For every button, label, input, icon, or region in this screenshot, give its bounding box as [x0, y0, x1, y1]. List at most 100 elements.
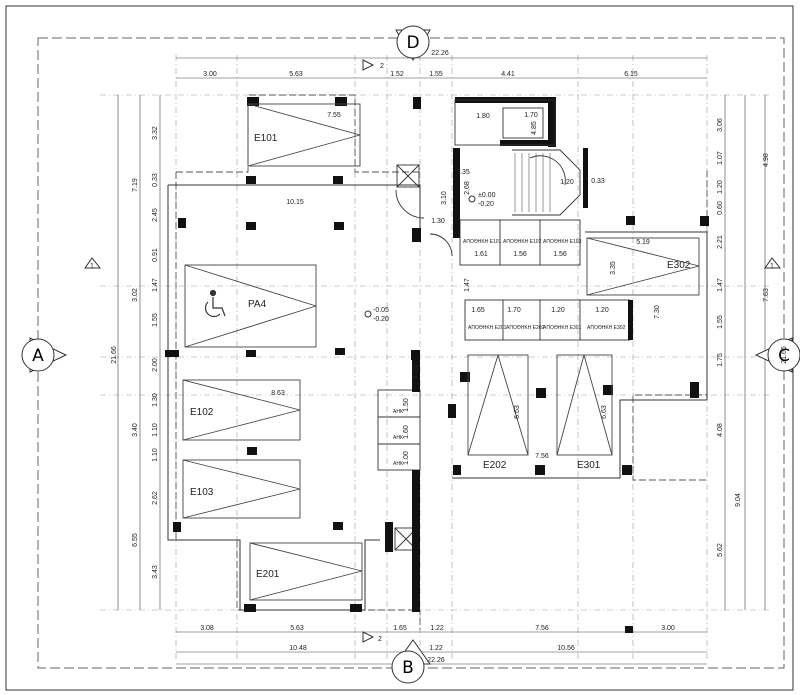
level-b2: -0.20 [373, 316, 389, 323]
section-right-label: 1 [770, 263, 774, 270]
inner-dim-16: 1.20 [595, 307, 609, 314]
section-markers: 1 1 2 2 [84, 59, 782, 643]
inner-dim-22: 1.47 [464, 278, 471, 292]
right-mid-1: 7.63 [763, 288, 770, 302]
parking-bays [182, 103, 700, 601]
right-inner-4: 2.21 [717, 235, 724, 249]
inner-dim-23: 7.30 [654, 305, 661, 319]
room-e103: E103 [190, 487, 214, 498]
inner-dim-7: 1.70 [524, 112, 538, 119]
right-inner-6: 1.55 [717, 315, 724, 329]
inner-dim-27: 1.60 [403, 425, 410, 439]
core-walls [377, 99, 631, 551]
inner-dim-13: 1.65 [471, 307, 485, 314]
left-mid-0: 7.19 [132, 178, 139, 192]
inner-dim-3: 7.56 [535, 453, 549, 460]
inner-dim-18: 3.35 [610, 261, 617, 275]
top-dim-5: 6.15 [624, 71, 638, 78]
room-e302: E302 [667, 260, 691, 271]
right-mid-0: 4.98 [763, 153, 770, 167]
inner-dim-2: 8.63 [271, 390, 285, 397]
axis-b-label: B [402, 658, 414, 678]
top-dimensions: 22.26 3.00 5.63 1.52 1.55 4.41 6.15 [203, 50, 638, 78]
thick-walls [412, 148, 633, 610]
top-dim-1: 5.63 [289, 71, 303, 78]
axis-a-marker [21, 338, 55, 372]
inner-dim-12: 1.56 [553, 251, 567, 258]
building-outline [175, 94, 708, 630]
section-left-label: 1 [90, 263, 94, 270]
meter-0: ΑΗΚ [393, 409, 404, 415]
right-inner-9: 5.62 [717, 543, 724, 557]
inner-dim-4: 5.19 [636, 239, 650, 246]
inner-dim-5: 3.35 [456, 169, 470, 176]
stair-treads [514, 153, 551, 212]
right-inner-0: 3.06 [717, 118, 724, 132]
inner-dimensions: 10.15 7.55 8.63 7.56 5.19 3.35 1.80 1.70… [271, 112, 661, 465]
meter-1: ΑΗΚ [393, 435, 404, 441]
storage-top-0: ΑΠΟΘΗΚΗ E101 [463, 239, 502, 245]
level-a: ±0.00 [478, 192, 496, 199]
left-outer: 21.66 [111, 346, 118, 364]
inner-dim-8: 1.20 [560, 179, 574, 186]
axis-d-marker [396, 25, 430, 59]
left-inner-10: 1.10 [152, 448, 159, 462]
left-inner-2: 2.45 [152, 208, 159, 222]
top-total: 22.26 [431, 50, 449, 57]
inner-dim-1: 7.55 [327, 112, 341, 119]
slab-outline [167, 184, 708, 611]
axis-b-marker [391, 650, 425, 684]
inner-dim-17: 0.33 [591, 178, 605, 185]
right-inner-7: 1.75 [717, 353, 724, 367]
room-labels: E101 PA4 E102 E103 E201 E202 E301 E302 [190, 133, 691, 580]
inner-dim-24: 6.63 [514, 405, 521, 419]
storage-top-1: ΑΠΟΘΗΚΗ E102 [503, 239, 542, 245]
inner-dim-20: 2.68 [464, 181, 471, 195]
level-marks: ±0.00 -0.20 -0.05 -0.20 [364, 192, 496, 323]
right-dimensions: 21.66 4.98 7.63 9.04 3.06 1.07 1.20 0.60… [717, 118, 788, 557]
storage-labels: ΑΠΟΘΗΚΗ E101 ΑΠΟΘΗΚΗ E102 ΑΠΟΘΗΚΗ E103 Α… [393, 239, 626, 467]
room-e201: E201 [256, 569, 280, 580]
right-outer: 21.66 [781, 346, 788, 364]
top-dim-0: 3.00 [203, 71, 217, 78]
room-e102: E102 [190, 407, 214, 418]
bottom2-dim-0: 10.48 [289, 645, 307, 652]
inner-dim-19: 3.10 [441, 191, 448, 205]
inner-dim-15: 1.20 [551, 307, 565, 314]
room-e202: E202 [483, 460, 507, 471]
level-b: -0.05 [373, 307, 389, 314]
bottom-dimensions: 3.08 5.63 1.65 1.22 7.56 3.00 10.48 1.22… [200, 625, 675, 664]
meter-2: ΑΗΚ [393, 461, 404, 467]
storage-bottom-3: ΑΠΟΘΗΚΗ E302 [587, 325, 626, 331]
top-dim-3: 1.55 [429, 71, 443, 78]
left-inner-4: 1.47 [152, 278, 159, 292]
left-inner-11: 2.62 [152, 491, 159, 505]
bottom-dim-2: 1.65 [393, 625, 407, 632]
bottom-dim-5: 3.00 [661, 625, 675, 632]
room-pa4: PA4 [248, 299, 267, 310]
inner-dim-11: 1.56 [513, 251, 527, 258]
storage-top-2: ΑΠΟΘΗΚΗ E103 [543, 239, 582, 245]
bottom-dim-3: 1.22 [430, 625, 444, 632]
axis-markers: D B A C [21, 25, 800, 684]
section-top-label: 2 [380, 63, 384, 70]
right-inner-3: 0.60 [717, 201, 724, 215]
level-a2: -0.20 [478, 201, 494, 208]
inner-dim-21: 1.18 [412, 365, 419, 379]
left-dimensions: 21.66 7.19 3.02 6.55 3.32 0.33 2.45 0.91… [111, 126, 159, 579]
inner-dim-29: 4.85 [531, 121, 538, 135]
bottom-dim-1: 5.63 [290, 625, 304, 632]
bottom-total: 22.26 [427, 657, 445, 664]
grid-lines [100, 55, 770, 660]
wheelchair-icon [204, 289, 226, 318]
inner-dim-26: 1.50 [403, 398, 410, 412]
inner-dim-25: 6.63 [601, 405, 608, 419]
inner-dim-14: 1.70 [507, 307, 521, 314]
left-inner-0: 3.32 [152, 126, 159, 140]
top-dim-4: 4.41 [501, 71, 515, 78]
bottom2-dim-1: 1.22 [429, 645, 443, 652]
section-bottom-label: 2 [378, 636, 382, 643]
right-inner-2: 1.20 [717, 180, 724, 194]
left-mid-1: 3.02 [132, 288, 139, 302]
